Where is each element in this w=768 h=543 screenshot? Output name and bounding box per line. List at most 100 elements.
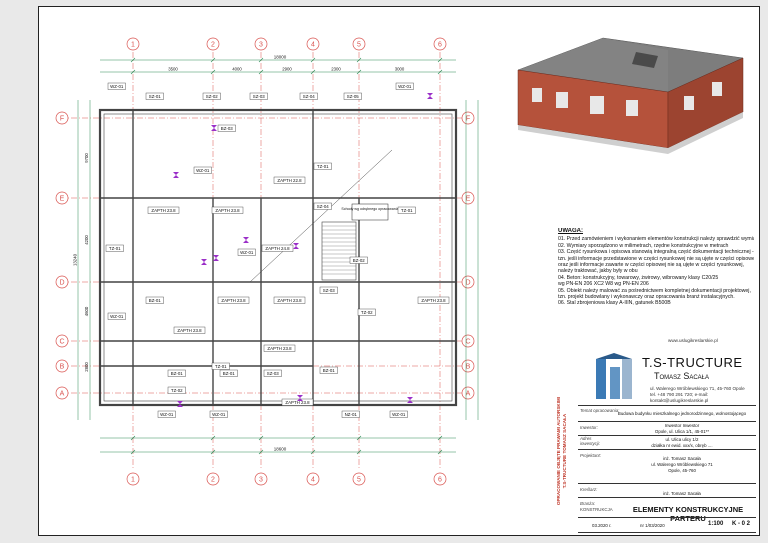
note-box-text: Schody wg odrębnego opracowania xyxy=(341,207,398,211)
element-label: BZ-01 xyxy=(171,371,184,376)
level-marker-icon xyxy=(173,172,179,178)
company-address: ul. Walerego Wróblewskiego 71, 45-760 Op… xyxy=(650,386,758,404)
dim-text: 2900 xyxy=(282,67,292,72)
company-url: www.uslugikreslarskie.pl xyxy=(668,338,718,343)
element-tag xyxy=(202,92,221,100)
element-tag xyxy=(281,398,314,406)
dim-text: 9700 xyxy=(84,153,89,163)
axis-number: 1 xyxy=(131,477,135,484)
note-line: 06. Stal zbrojeniowa klasy A-IIIN, gatun… xyxy=(558,300,671,307)
element-label: WZ-01 xyxy=(110,314,124,319)
axis-bubble xyxy=(461,275,475,289)
company-name: T.S-TRUCTURE xyxy=(642,355,743,370)
element-label: SZ-05 xyxy=(347,94,360,99)
axis-bubble xyxy=(352,472,366,486)
axis-number: 5 xyxy=(357,42,361,49)
axis-number: 1 xyxy=(131,42,135,49)
note-line: tzn. jeśli informacje przedstawione w cz… xyxy=(558,255,754,262)
tb-inwestor: Inwestor Inwestor xyxy=(664,423,700,428)
element-label: WZ-01 xyxy=(240,250,254,255)
axis-letter: A xyxy=(466,391,471,398)
note-line: 03. Część rysunkowa i opisowa stanowią i… xyxy=(558,249,754,256)
company-street: ul. Walerego Wróblewskiego 71, 45-760 Op… xyxy=(650,386,745,391)
dim-text: 13240 xyxy=(73,253,78,266)
tb-branza: KONSTRUKCJA xyxy=(580,507,613,512)
stamp-line-1: OPRACOWANIE OBJĘTE PRAWAMI AUTORSKIMI xyxy=(556,396,561,506)
level-marker-icon xyxy=(213,255,219,261)
element-tag xyxy=(299,92,318,100)
note-line: 05. Obiekt należy malować za pośrednictw… xyxy=(558,287,751,294)
axis-letter: E xyxy=(60,196,65,203)
element-tag xyxy=(261,244,294,252)
element-label: BZ-01 xyxy=(323,368,336,373)
axis-letter: F xyxy=(466,116,470,123)
axis-number: 2 xyxy=(211,42,215,49)
dim-tick xyxy=(310,449,316,455)
dim-text: 4600 xyxy=(84,306,89,316)
axis-number: 5 xyxy=(357,477,361,484)
axis-bubble xyxy=(55,111,69,125)
axis-bubble xyxy=(461,111,475,125)
element-label: WZ-01 xyxy=(160,412,174,417)
dim-text: 18000 xyxy=(274,55,287,60)
notes-section: UWAGA: 01. Przed zamówieniem i wykonanie… xyxy=(558,228,754,307)
element-tag xyxy=(107,312,126,320)
element-tag xyxy=(357,308,376,316)
level-markers xyxy=(173,93,433,407)
tb-row-title: Branża: KONSTRUKCJA ELEMENTY KONSTRUKCYJ… xyxy=(578,497,756,523)
tb-kreslarz: inż. Tomasz Sacała xyxy=(663,491,701,496)
axis-bubble xyxy=(433,37,447,51)
element-label: ZAPTH 24.8 xyxy=(265,246,290,251)
axis-bubble xyxy=(55,386,69,400)
element-label: ZAPTH 23.8 xyxy=(421,298,446,303)
axis-bubble xyxy=(461,359,475,373)
element-tag xyxy=(273,296,306,304)
dim-tick xyxy=(437,57,443,63)
axis-bubble xyxy=(55,334,69,348)
dim-text: 18600 xyxy=(274,447,287,452)
element-label: ZAPTH 23.8 xyxy=(215,208,240,213)
axis-letter: C xyxy=(465,339,470,346)
tb-number: nr 1/03/2020 xyxy=(640,523,665,528)
element-label: SZ-02 xyxy=(206,94,219,99)
axis-letter: B xyxy=(60,364,65,371)
dim-tick xyxy=(258,449,264,455)
element-label: SZ-03 xyxy=(323,288,336,293)
element-label: TZ-01 xyxy=(401,208,413,213)
element-tag xyxy=(395,82,414,90)
note-box xyxy=(351,203,389,221)
dim-tick xyxy=(210,69,216,75)
axis-bubble xyxy=(461,191,475,205)
level-marker-icon xyxy=(293,243,299,249)
note-line: 02. Wymiary sporządzono w milimetrach, r… xyxy=(558,242,729,249)
tb-row-projektant: Projektant: inż. Tomasz Sacała ul. Waler… xyxy=(578,449,756,484)
dim-text: 2300 xyxy=(331,67,341,72)
element-tag xyxy=(167,369,186,377)
element-tag xyxy=(167,386,186,394)
axis-bubble xyxy=(352,37,366,51)
element-label: WZ-01 xyxy=(392,412,406,417)
element-label: TZ-02 xyxy=(171,388,183,393)
axis-bubble xyxy=(126,472,140,486)
axis-number: 4 xyxy=(311,477,315,484)
element-label: BZ-01 xyxy=(149,298,162,303)
element-label: SZ-03 xyxy=(253,94,266,99)
element-tag xyxy=(263,344,296,352)
axis-letter: B xyxy=(466,364,471,371)
element-label: ZAPTH 23.8 xyxy=(221,298,246,303)
element-tag xyxy=(417,296,450,304)
element-tag xyxy=(343,92,362,100)
element-tag xyxy=(107,82,126,90)
element-label: TZ-01 xyxy=(109,246,121,251)
dim-tick xyxy=(356,69,362,75)
element-tag xyxy=(237,248,256,256)
element-tag xyxy=(145,296,164,304)
note-line: tzn. projekt budowlany i wykonawczy oraz… xyxy=(558,294,735,301)
element-tag xyxy=(209,410,228,418)
dim-tick xyxy=(258,69,264,75)
element-tag xyxy=(211,362,230,370)
dim-tick xyxy=(437,69,443,75)
axis-bubble xyxy=(55,359,69,373)
dim-text: 2800 xyxy=(84,362,89,372)
